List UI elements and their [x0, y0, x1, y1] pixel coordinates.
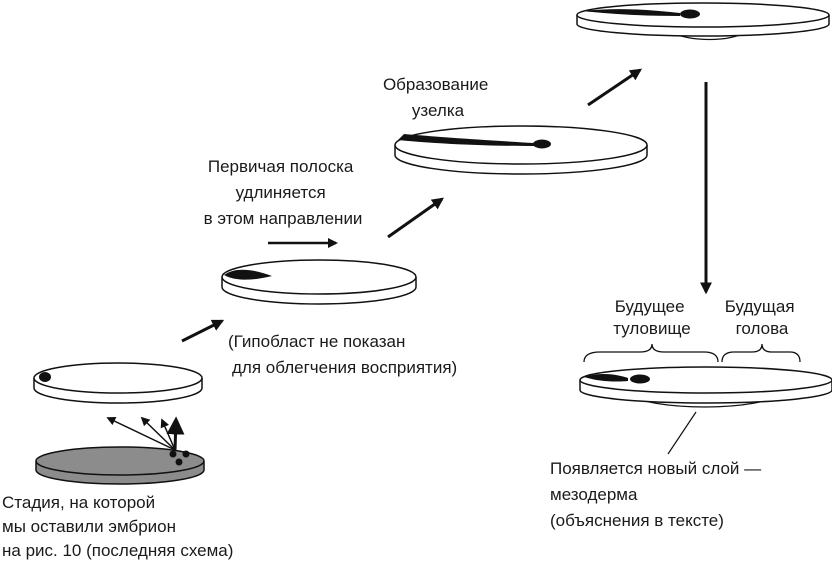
- node: [680, 9, 700, 19]
- progress-arrow: [387, 197, 444, 239]
- streak-start-dot: [39, 372, 51, 382]
- disc-stage-3: [394, 125, 648, 175]
- new-layer-label: Появляется новый слой — мезодерма (объяс…: [550, 459, 766, 530]
- node-formation-label: Образование узелка: [383, 75, 493, 120]
- disc-stage-2: [221, 259, 417, 305]
- progress-arrow: [587, 68, 642, 107]
- trunk-bracket: [583, 343, 719, 363]
- stage-start-label: Стадия, на которой мы оставили эмбрион н…: [2, 493, 233, 560]
- primitive-streak: [584, 374, 628, 382]
- streak-direction-label: Первичая полоска удлиняется в этом напра…: [204, 157, 363, 228]
- cell-dot: [175, 458, 183, 466]
- future-head-label: Будущая голова: [725, 297, 800, 338]
- primitive-streak: [398, 134, 534, 146]
- node: [533, 139, 551, 149]
- mesoderm-pointer: [667, 411, 697, 455]
- hypoblast-note-label: (Гипобласт не показан для облегчения вос…: [228, 332, 457, 377]
- head-bracket: [721, 343, 801, 363]
- disc-stage-1: [33, 362, 203, 404]
- cell-dot: [169, 450, 177, 458]
- cell-migration-arrows: [106, 416, 185, 451]
- future-trunk-label: Будущее туловище: [613, 297, 690, 338]
- grey-disc-stage: [35, 446, 205, 485]
- node: [630, 374, 650, 384]
- cell-dot: [182, 450, 190, 458]
- disc-stage-4: [576, 2, 830, 41]
- primitive-streak: [224, 269, 272, 280]
- primitive-streak: [582, 9, 680, 16]
- progress-arrow: [181, 319, 225, 343]
- disc-stage-5: [579, 366, 832, 408]
